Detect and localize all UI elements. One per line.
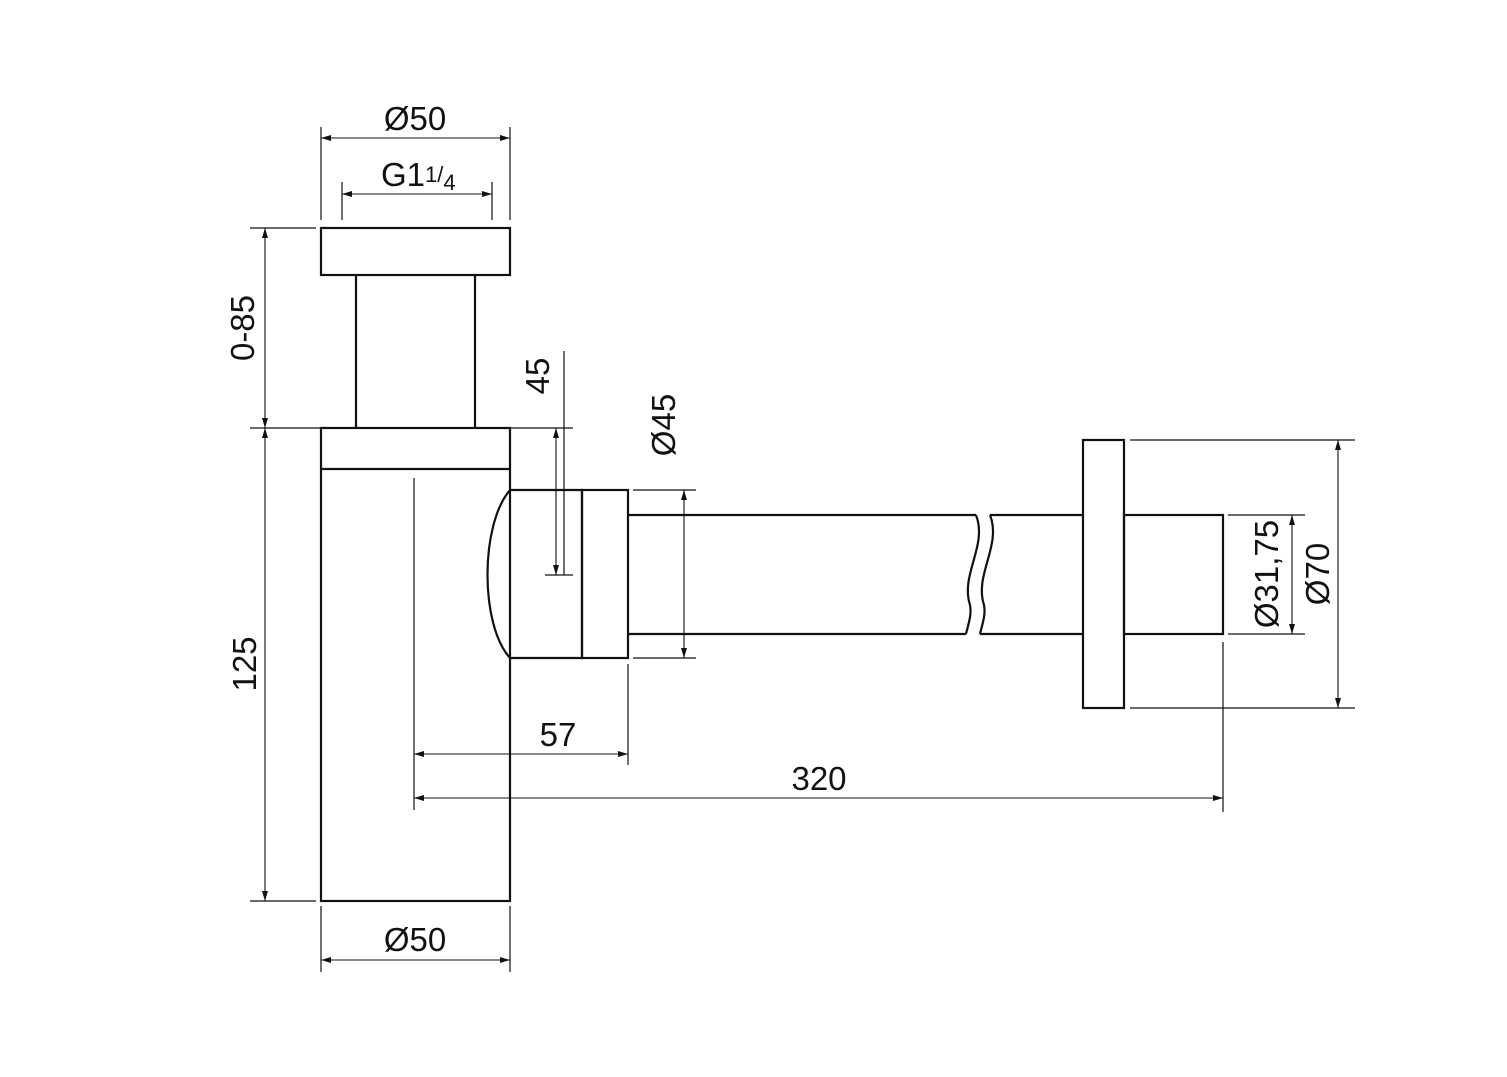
outlet-nut — [580, 488, 630, 660]
label-height-adjust: 0-85 — [224, 295, 261, 361]
dimension-lines — [262, 135, 1341, 963]
pipe-break-left — [964, 514, 981, 635]
dimension-labels: Ø50 G11/4 0-85 125 45 Ø45 57 320 Ø31,75 … — [224, 100, 1336, 958]
top-cap — [319, 226, 512, 277]
label-outlet-diameter: Ø45 — [645, 394, 682, 456]
siphon-outline — [319, 226, 1225, 903]
label-thread-frac-slash: / — [437, 162, 444, 187]
label-flange-diameter: Ø70 — [1299, 543, 1336, 605]
main-body — [319, 426, 512, 903]
label-top-diameter: Ø50 — [384, 100, 446, 137]
pipe-end — [1122, 513, 1225, 636]
pipe-break-right — [978, 514, 995, 635]
label-thread-frac-den: 4 — [443, 170, 455, 195]
label-body-height: 125 — [226, 636, 263, 691]
wall-flange — [1081, 438, 1126, 710]
extension-lines — [250, 127, 1355, 972]
label-outlet-drop: 45 — [519, 358, 556, 395]
label-pipe-diameter: Ø31,75 — [1248, 520, 1285, 628]
label-thread: G11/4 — [381, 156, 456, 195]
label-total-length: 320 — [791, 760, 846, 797]
label-outlet-offset: 57 — [540, 716, 577, 753]
label-thread-frac-num: 1 — [425, 162, 437, 187]
label-bottom-diameter: Ø50 — [384, 921, 446, 958]
label-thread-main: G1 — [381, 156, 425, 193]
outlet-elbow — [486, 488, 584, 660]
